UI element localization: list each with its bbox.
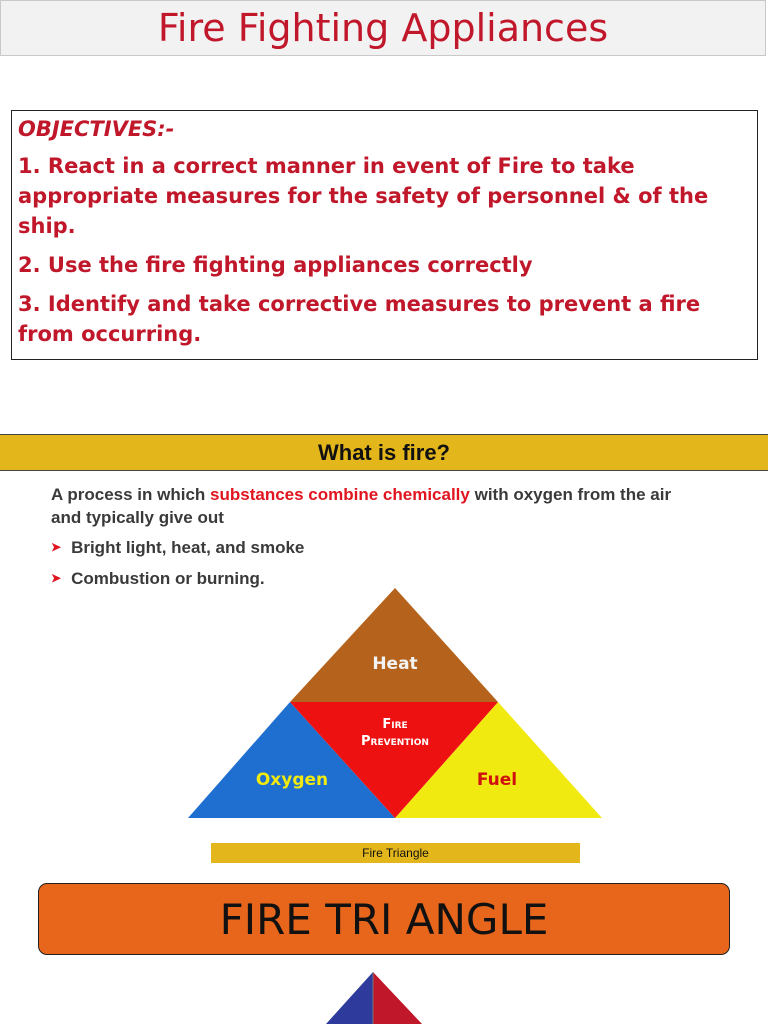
definition-text-end: with oxygen from the air and typically g…: [51, 485, 672, 527]
objectives-box: OBJECTIVES:- 1. React in a correct manne…: [11, 110, 758, 360]
fire-label: Fire: [382, 717, 407, 732]
heat-label: Heat: [372, 654, 417, 674]
arrow-bullet-icon: ➤: [51, 571, 62, 585]
objective-item-1: 1. React in a correct manner in event of…: [18, 154, 709, 238]
objective-item-3: 3. Identify and take corrective measures…: [18, 292, 701, 346]
oxygen-label: Oxygen: [256, 770, 328, 790]
oxygen-segment: [188, 702, 395, 818]
objective-item-2: 2. Use the fire fighting appliances corr…: [18, 253, 533, 277]
section-header: What is fire?: [0, 434, 768, 471]
heat-segment: [290, 588, 498, 702]
prevention-label: Prevention: [361, 734, 429, 749]
bullet-text: Bright light, heat, and smoke: [71, 538, 305, 557]
bullet-item: ➤ Bright light, heat, and smoke: [51, 538, 304, 558]
page-title: Fire Fighting Appliances: [157, 6, 609, 50]
fire-triangle-banner: FIRE TRI ANGLE: [38, 883, 730, 955]
objectives-heading: OBJECTIVES:-: [18, 117, 175, 141]
partial-triangle-graphic: [326, 972, 422, 1024]
partial-triangle-left: [326, 972, 373, 1024]
section-title: What is fire?: [317, 439, 450, 465]
title-bar: Fire Fighting Appliances: [0, 0, 766, 56]
bullet-item: ➤ Combustion or burning.: [51, 569, 265, 588]
arrow-bullet-icon: ➤: [51, 540, 62, 554]
fire-prevention-segment: [290, 702, 498, 818]
partial-triangle-right: [373, 972, 422, 1024]
fuel-label: Fuel: [477, 770, 517, 790]
definition-text-start: A process in which: [51, 485, 211, 504]
fire-triangle-diagram: Heat Fire Prevention Oxygen Fuel: [188, 588, 602, 818]
fire-definition: A process in which substances combine ch…: [51, 483, 691, 529]
definition-highlight: substances combine chemically: [210, 485, 470, 504]
bullet-text: Combustion or burning.: [71, 569, 265, 588]
triangle-caption: Fire Triangle: [211, 843, 580, 863]
banner-title: FIRE TRI ANGLE: [219, 894, 549, 944]
fuel-segment: [395, 702, 602, 818]
